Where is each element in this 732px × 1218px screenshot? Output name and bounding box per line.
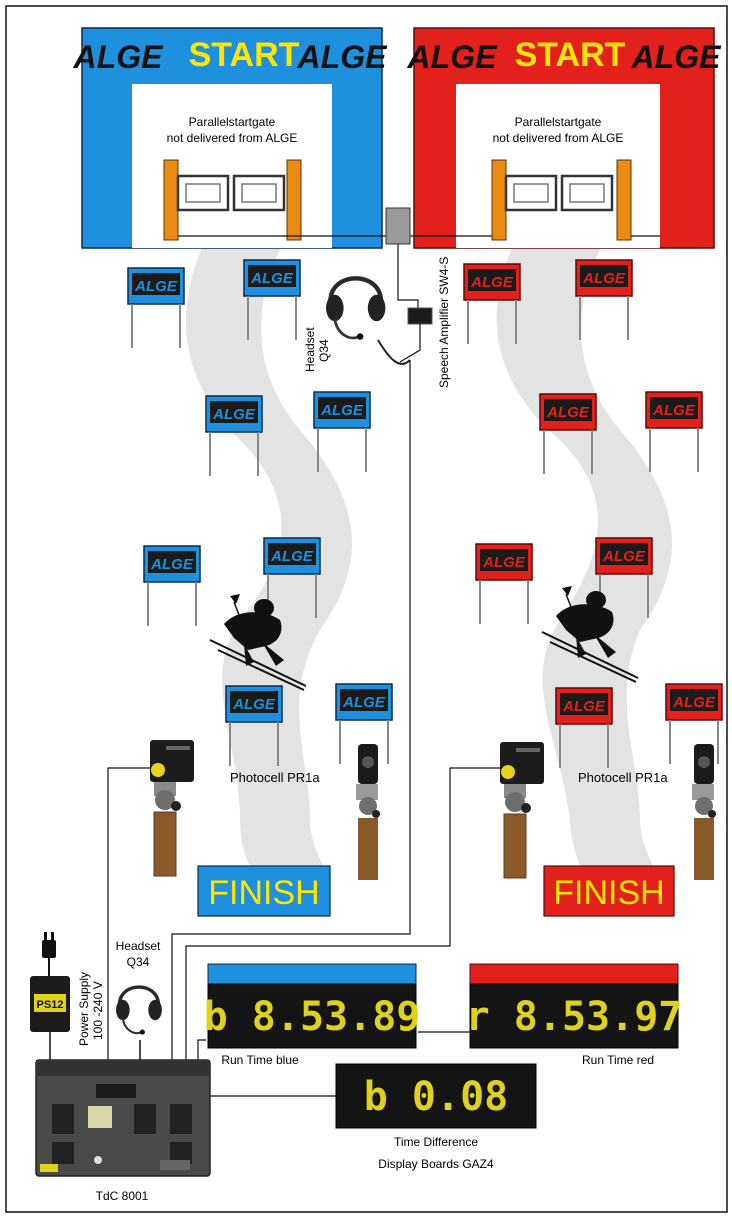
gate-junction-box xyxy=(385,207,411,245)
display-blue-caption: Run Time blue xyxy=(221,1053,299,1067)
power-plug-icon xyxy=(42,932,56,976)
photocell-reflector-red xyxy=(692,744,716,880)
timer-device-icon xyxy=(35,1059,211,1177)
red-flag-2 xyxy=(575,259,633,341)
blue-flag-5 xyxy=(143,545,201,627)
amplifier-icon xyxy=(407,307,433,325)
headset-icon xyxy=(326,278,385,340)
photocell-label-blue: Photocell PR1a xyxy=(230,770,320,785)
power-supply-unit: PS12 xyxy=(30,976,70,1032)
start-gate-blue: ALGE START ALGE Parallelstartgate not de… xyxy=(73,27,389,249)
red-ski-track xyxy=(496,230,673,880)
red-start-brand-left: ALGE xyxy=(407,39,499,75)
blue-start-brand-left: ALGE xyxy=(73,39,165,75)
top-headset-label-line1: Headset xyxy=(303,327,317,372)
photocell-icon xyxy=(149,739,195,877)
blue-flag-1 xyxy=(127,267,185,349)
bottom-headset-label-line2: Q34 xyxy=(127,955,150,969)
red-gate-note-line2: not delivered from ALGE xyxy=(493,131,624,145)
blue-start-brand-right: ALGE xyxy=(297,39,389,75)
power-supply-label-line1: Power Supply xyxy=(77,972,91,1046)
power-supply-badge: PS12 xyxy=(37,999,64,1011)
photocell-reflector-blue xyxy=(356,744,380,880)
photocell-label-red: Photocell PR1a xyxy=(578,770,668,785)
red-start-label: START xyxy=(515,36,626,74)
finish-label-red: FINISH xyxy=(553,874,664,912)
finish-label-blue: FINISH xyxy=(208,874,319,912)
cable-red-photocell xyxy=(185,767,500,1062)
speech-amplifier-label: Speech Amplifier SW4-S xyxy=(437,257,451,388)
finish-banner-blue: FINISH xyxy=(197,865,331,917)
display-diff-caption: Time Difference xyxy=(394,1135,478,1149)
top-headset-label-line2: Q34 xyxy=(317,339,331,362)
display-board-red: r 8.53.97 xyxy=(466,963,683,1049)
bottom-headset-label-line1: Headset xyxy=(116,939,161,953)
display-diff-digits: b 0.08 xyxy=(364,1074,509,1120)
blue-start-label: START xyxy=(189,36,300,74)
display-blue-digits: b 8.53.89 xyxy=(204,994,421,1040)
timer-label: TdC 8001 xyxy=(96,1189,149,1203)
cable-blue-photocell xyxy=(107,767,150,1060)
display-group-caption: Display Boards GAZ4 xyxy=(378,1157,494,1171)
red-start-brand-right: ALGE xyxy=(631,39,723,75)
photocell-icon-red xyxy=(499,741,545,879)
headset-icon-bottom xyxy=(114,985,164,1037)
diagram-frame xyxy=(5,5,728,1213)
display-red-caption: Run Time red xyxy=(582,1053,654,1067)
display-red-digits: r 8.53.97 xyxy=(466,994,683,1040)
finish-banner-red: FINISH xyxy=(543,865,675,917)
display-board-diff: b 0.08 xyxy=(335,1063,537,1129)
cable-start-gate xyxy=(171,360,411,1062)
display-board-blue: b 8.53.89 xyxy=(204,963,421,1049)
power-supply-label-line2: 100 -240 V xyxy=(91,981,105,1040)
red-gate-note-line1: Parallelstartgate xyxy=(515,115,602,129)
blue-gate-note-line2: not delivered from ALGE xyxy=(167,131,298,145)
start-gate-red: ALGE START ALGE Parallelstartgate not de… xyxy=(407,27,723,249)
red-flag-5 xyxy=(475,543,533,625)
blue-gate-note-line1: Parallelstartgate xyxy=(189,115,276,129)
red-flag-4 xyxy=(645,391,703,473)
